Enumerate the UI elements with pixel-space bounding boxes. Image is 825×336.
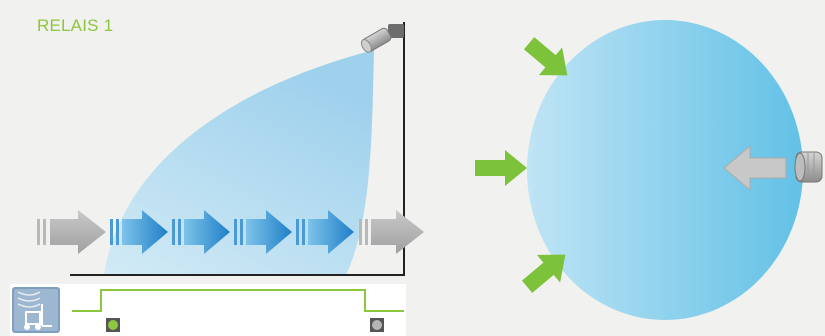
motion-sensor-icon — [360, 24, 404, 53]
signal-strip — [10, 284, 406, 336]
blue-arrow-4 — [296, 210, 354, 254]
blue-arrow-3 — [234, 210, 292, 254]
detection-cone — [104, 50, 374, 275]
blue-arrow-1 — [110, 210, 168, 254]
green-approach-arrow-icon — [523, 37, 568, 76]
green-approach-arrow-icon — [475, 150, 527, 186]
gray-arrow-entry — [37, 210, 106, 254]
detection-zone — [527, 20, 803, 320]
signal-pulse-line — [72, 289, 404, 312]
movement-arrows — [37, 210, 424, 254]
gray-arrow-exit — [359, 210, 424, 254]
status-led-on-icon — [106, 318, 120, 332]
status-led-off-icon — [370, 318, 384, 332]
motion-sensor-icon — [794, 151, 823, 183]
relay-label: RELAIS 1 — [37, 16, 114, 35]
forklift-icon — [12, 287, 60, 333]
blue-arrow-2 — [172, 210, 230, 254]
green-approach-arrow-icon — [521, 254, 566, 293]
gray-arrow-incoming — [723, 144, 787, 192]
